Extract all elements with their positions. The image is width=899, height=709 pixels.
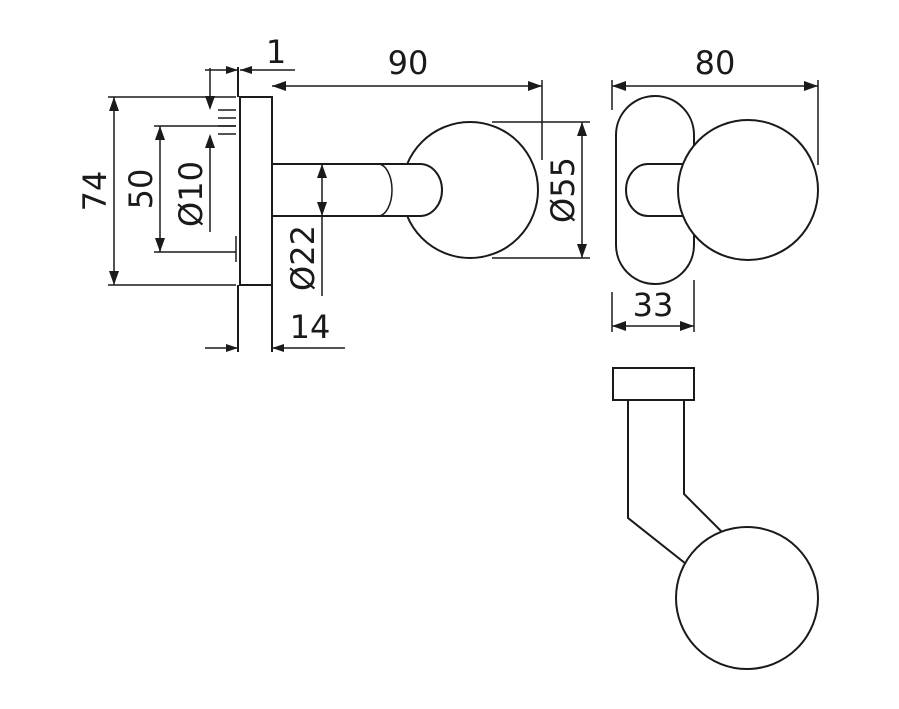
side-rose-plate [239, 96, 273, 286]
top-rose [612, 367, 695, 401]
top-knob [675, 526, 819, 670]
dim-label-14: 14 [290, 308, 331, 346]
dimension-rose-inner: 50 [122, 125, 236, 253]
dimension-knob-depth: 33 [611, 280, 695, 332]
front-knob [677, 119, 819, 261]
neck-shade-line [377, 163, 393, 217]
dim-label-90: 90 [388, 44, 429, 82]
dimension-rose-depth: 14 [205, 308, 345, 352]
dim-label-80: 80 [695, 44, 736, 82]
dim-label-d22: Ø22 [284, 225, 322, 291]
dim-label-33: 33 [633, 286, 674, 324]
dim-label-74: 74 [76, 171, 114, 212]
dim-label-1: 1 [266, 33, 286, 71]
dimension-neck-diameter: Ø22 [284, 164, 327, 296]
side-view [218, 67, 539, 352]
dimension-screw-hole: Ø10 [172, 68, 215, 232]
front-view [615, 95, 819, 285]
dimension-rose-diameter: 74 [76, 96, 236, 286]
dimension-projection: 90 [272, 44, 543, 160]
side-neck [272, 163, 443, 217]
dimension-knob-width: 80 [611, 44, 819, 165]
top-view [612, 367, 819, 670]
dim-label-d10: Ø10 [172, 161, 210, 227]
dim-label-d55: Ø55 [544, 157, 582, 223]
dimension-knob-diameter: Ø55 [492, 121, 590, 259]
dimension-rose-thickness: 1 [205, 33, 295, 74]
dim-label-50: 50 [122, 169, 160, 210]
